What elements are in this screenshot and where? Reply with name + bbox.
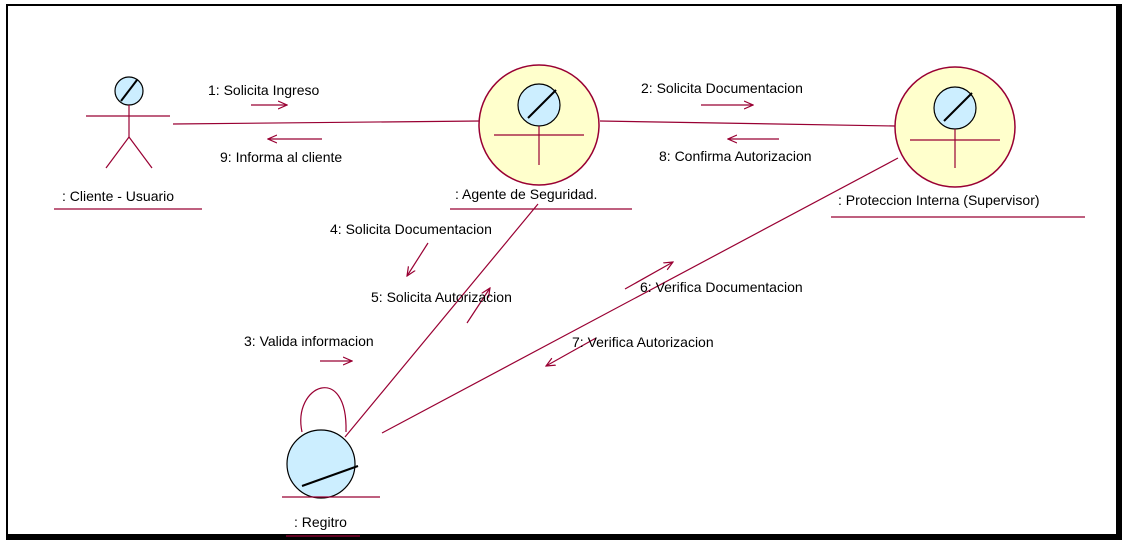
message-4: 4: Solicita Documentacion (330, 221, 492, 237)
message-3: 3: Valida informacion (244, 333, 374, 349)
object-proteccion-interna[interactable]: : Proteccion Interna (Supervisor) (831, 66, 1085, 218)
arrow-m5 (466, 288, 490, 324)
message-6: 6: Verifica Documentacion (640, 279, 803, 295)
self-link-registro (300, 387, 347, 433)
proteccion-icon (933, 86, 977, 130)
arrow-m7 (546, 337, 597, 366)
message-2: 2: Solicita Documentacion (641, 80, 803, 96)
agente-icon (517, 83, 561, 127)
arrow-m6 (624, 262, 673, 290)
object-agente-seguridad[interactable]: : Agente de Seguridad. (450, 64, 632, 210)
message-9: 9: Informa al cliente (220, 149, 342, 165)
link-proteccion-registro (381, 157, 899, 434)
actor-label: : Cliente - Usuario (62, 188, 174, 204)
proteccion-label: : Proteccion Interna (Supervisor) (838, 192, 1040, 208)
agente-label: : Agente de Seguridad. (455, 186, 597, 202)
link-actor-agente (172, 120, 481, 125)
object-registro[interactable]: : Regitro (282, 429, 380, 537)
message-1: 1: Solicita Ingreso (208, 82, 319, 98)
message-8: 8: Confirma Autorizacion (659, 148, 812, 164)
registro-label: : Regitro (294, 514, 347, 530)
message-7: 7: Verifica Autorizacion (572, 334, 714, 350)
link-agente-registro (344, 203, 539, 438)
diagram-frame (6, 4, 1122, 540)
message-5: 5: Solicita Autorizacion (371, 289, 512, 305)
registro-icon (286, 429, 356, 499)
arrow-m4 (407, 242, 429, 276)
link-agente-proteccion (599, 120, 896, 127)
actor-cliente-usuario[interactable]: : Cliente - Usuario (54, 76, 202, 210)
